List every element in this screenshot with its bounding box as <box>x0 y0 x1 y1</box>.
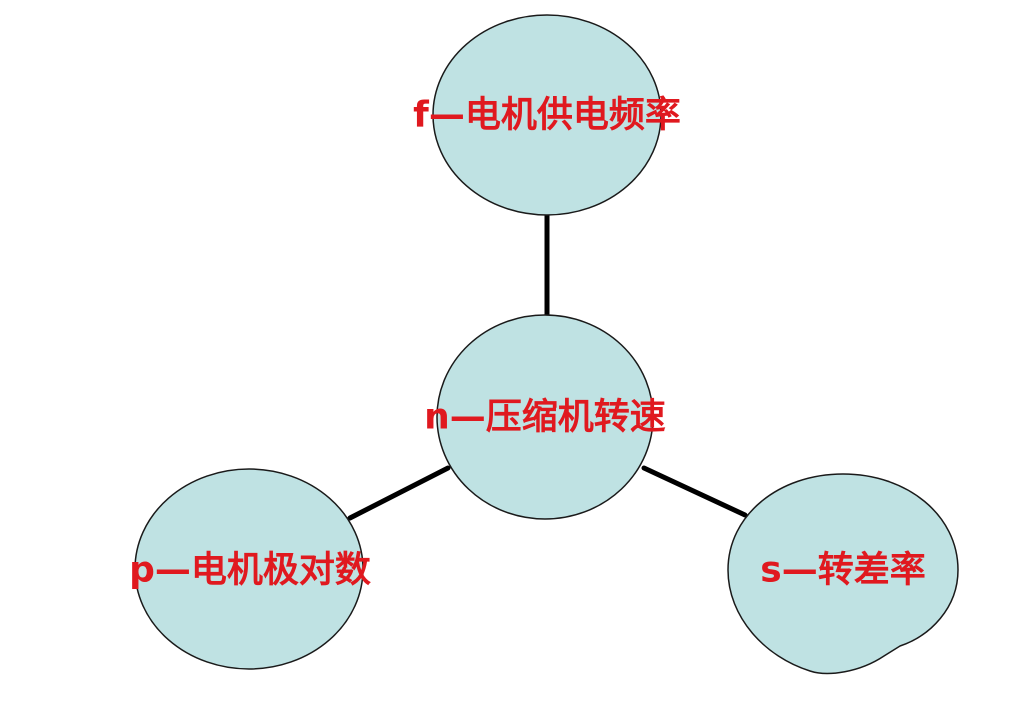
node-top-label: f—电机供电频率 <box>413 95 681 136</box>
node-left-label: p—电机极对数 <box>129 550 371 591</box>
node-center-ellipse <box>436 314 654 520</box>
node-right-ellipse <box>727 473 959 675</box>
node-center: n—压缩机转速 <box>424 314 666 520</box>
edge-center-left <box>347 465 451 521</box>
node-right-label: s—转差率 <box>760 550 925 591</box>
node-right: s—转差率 <box>727 473 959 675</box>
node-left: p—电机极对数 <box>129 468 371 670</box>
edge-center-right <box>641 465 748 518</box>
node-top-ellipse <box>432 14 662 216</box>
node-center-label: n—压缩机转速 <box>424 397 666 438</box>
node-left-ellipse <box>134 468 364 670</box>
connector-lines <box>347 211 748 521</box>
node-top: f—电机供电频率 <box>413 14 681 216</box>
